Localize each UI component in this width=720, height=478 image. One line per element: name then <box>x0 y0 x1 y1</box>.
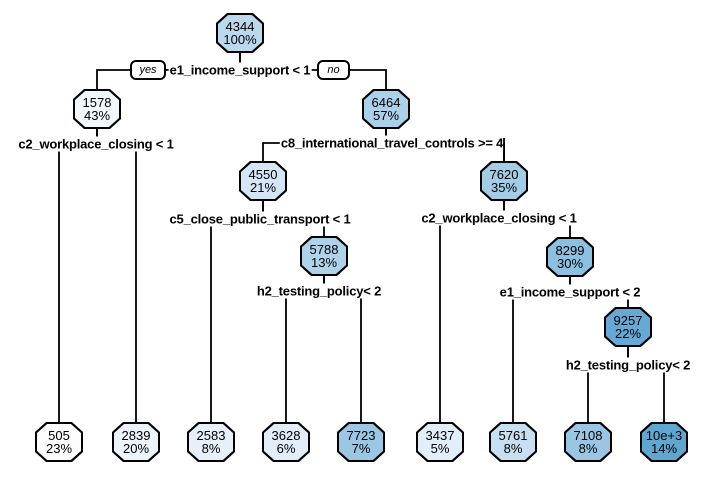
node-label: 9257 22% <box>604 307 652 347</box>
node-label: 10e+3 14% <box>640 422 688 462</box>
leaf-node: 2583 8% <box>187 422 235 462</box>
node-fill <box>114 424 158 460</box>
node-fill <box>418 424 462 460</box>
node-fill <box>606 309 650 345</box>
node-label: 4550 21% <box>239 161 287 201</box>
split-label: c5_close_public_transport < 1 <box>168 211 352 227</box>
node-fill <box>218 15 262 51</box>
node-percent: 43% <box>83 108 111 123</box>
node-value: 3437 <box>425 427 455 443</box>
node-value: 4344 <box>225 18 255 34</box>
node-fill <box>241 163 285 199</box>
node-label: 7620 35% <box>480 161 528 201</box>
node-percent: 57% <box>372 108 400 123</box>
node-fill <box>642 424 686 460</box>
node-label: 1578 43% <box>73 89 121 129</box>
tree-node: 4550 21% <box>239 161 287 201</box>
node-fill <box>37 424 81 460</box>
node-percent: 8% <box>201 441 221 456</box>
node-value: 1578 <box>82 94 112 110</box>
node-label: 8299 30% <box>546 237 594 277</box>
node-fill <box>264 424 308 460</box>
node-fill <box>75 91 119 127</box>
split-label: e1_income_support < 1 <box>168 62 312 78</box>
tree-node: 8299 30% <box>546 237 594 277</box>
node-label: 2839 20% <box>112 422 160 462</box>
tree-node: 6464 57% <box>362 89 410 129</box>
node-label: 505 23% <box>35 422 83 462</box>
node-label: 2583 8% <box>187 422 235 462</box>
node-fill <box>491 424 535 460</box>
split-label: c2_workplace_closing < 1 <box>420 210 578 226</box>
node-label: 3628 6% <box>262 422 310 462</box>
node-percent: 22% <box>614 326 642 341</box>
node-fill <box>482 163 526 199</box>
tree-node: 9257 22% <box>604 307 652 347</box>
leaf-node: 505 23% <box>35 422 83 462</box>
split-label: c2_workplace_closing < 1 <box>17 136 175 152</box>
node-value: 8299 <box>555 242 585 258</box>
no-badge: no <box>317 60 350 80</box>
node-label: 3437 5% <box>416 422 464 462</box>
node-fill <box>548 239 592 275</box>
tree-node: 5788 13% <box>300 236 348 276</box>
node-fill <box>302 238 346 274</box>
node-percent: 5% <box>430 441 450 456</box>
node-value: 10e+3 <box>645 427 683 443</box>
node-label: 5788 13% <box>300 236 348 276</box>
node-percent: 35% <box>490 180 518 195</box>
node-label: 5761 8% <box>489 422 537 462</box>
no-badge-label: no <box>327 63 340 76</box>
node-value: 5761 <box>498 427 528 443</box>
split-label: h2_testing_policy< 2 <box>564 357 692 373</box>
node-percent: 6% <box>276 441 296 456</box>
node-label: 4344 100% <box>216 13 264 53</box>
node-value: 7108 <box>573 427 603 443</box>
node-value: 2583 <box>196 427 226 443</box>
tree-node-root: 4344 100% <box>216 13 264 53</box>
node-value: 4550 <box>248 166 278 182</box>
node-percent: 14% <box>650 441 678 456</box>
tree-node: 7620 35% <box>480 161 528 201</box>
node-value: 2839 <box>121 427 151 443</box>
leaf-node: 3437 5% <box>416 422 464 462</box>
node-percent: 100% <box>223 32 257 47</box>
yes-badge: yes <box>130 60 166 80</box>
node-label: 6464 57% <box>362 89 410 129</box>
node-fill <box>566 424 610 460</box>
split-label: c8_international_travel_controls >= 4 <box>279 135 505 151</box>
node-percent: 21% <box>249 180 277 195</box>
node-value: 505 <box>48 427 70 443</box>
tree-node: 1578 43% <box>73 89 121 129</box>
leaf-node: 2839 20% <box>112 422 160 462</box>
leaf-node: 3628 6% <box>262 422 310 462</box>
node-value: 6464 <box>371 94 401 110</box>
node-percent: 13% <box>310 255 338 270</box>
branch-root-no <box>239 53 387 89</box>
node-percent: 30% <box>556 256 584 271</box>
node-label: 7723 7% <box>337 422 385 462</box>
split-label: e1_income_support < 2 <box>498 284 642 300</box>
leaf-node: 7108 8% <box>564 422 612 462</box>
node-fill <box>189 424 233 460</box>
node-percent: 8% <box>578 441 598 456</box>
node-percent: 20% <box>122 441 150 456</box>
leaf-node: 5761 8% <box>489 422 537 462</box>
node-fill <box>339 424 383 460</box>
leaf-node: 10e+3 14% <box>640 422 688 462</box>
node-percent: 8% <box>503 441 523 456</box>
node-percent: 23% <box>45 441 73 456</box>
node-value: 5788 <box>309 241 339 257</box>
split-label: h2_testing_policy< 2 <box>255 283 383 299</box>
node-percent: 7% <box>351 441 371 456</box>
node-label: 7108 8% <box>564 422 612 462</box>
node-fill <box>364 91 408 127</box>
leaf-node: 7723 7% <box>337 422 385 462</box>
node-value: 3628 <box>271 427 301 443</box>
yes-badge-label: yes <box>139 63 157 76</box>
node-value: 9257 <box>613 312 643 328</box>
node-value: 7620 <box>489 166 519 182</box>
node-value: 7723 <box>346 427 376 443</box>
